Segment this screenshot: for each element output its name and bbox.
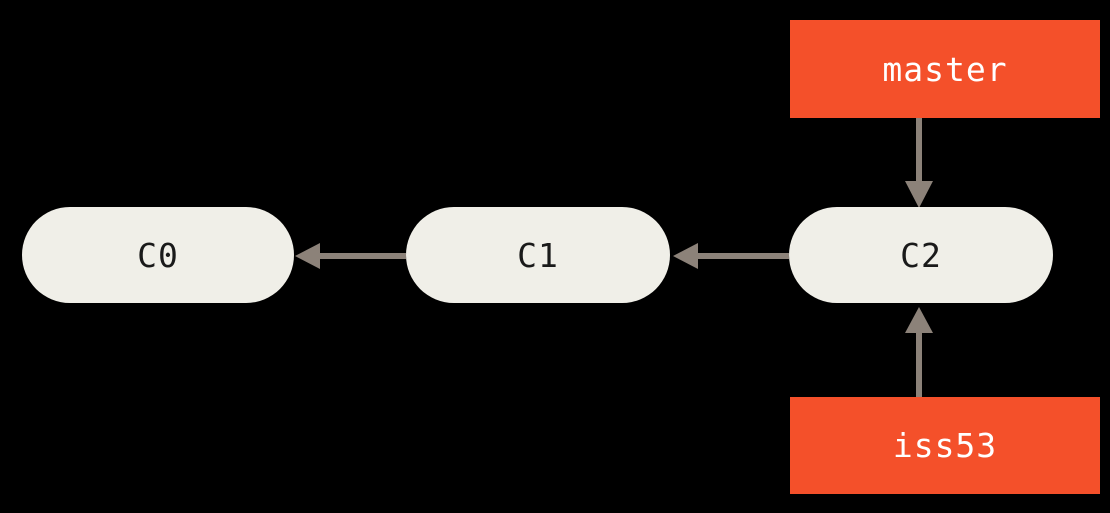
branch-box-master[interactable] xyxy=(790,20,1100,118)
edge-c2-to-c1 xyxy=(673,243,789,269)
edge-master-to-c2 xyxy=(905,118,933,208)
branch-box-layer xyxy=(790,20,1100,494)
edge-c1-to-c0-arrowhead xyxy=(295,243,320,269)
commit-node-c0[interactable] xyxy=(22,207,294,303)
branch-box-iss53[interactable] xyxy=(790,397,1100,494)
edge-c2-to-c1-arrowhead xyxy=(673,243,698,269)
edge-layer xyxy=(295,118,933,397)
edge-iss53-to-c2 xyxy=(905,307,933,397)
commit-node-layer xyxy=(22,207,1053,303)
commit-node-c1[interactable] xyxy=(406,207,670,303)
edge-iss53-to-c2-arrowhead xyxy=(905,307,933,333)
edge-master-to-c2-arrowhead xyxy=(905,181,933,208)
commit-node-c2[interactable] xyxy=(789,207,1053,303)
edge-c1-to-c0 xyxy=(295,243,406,269)
